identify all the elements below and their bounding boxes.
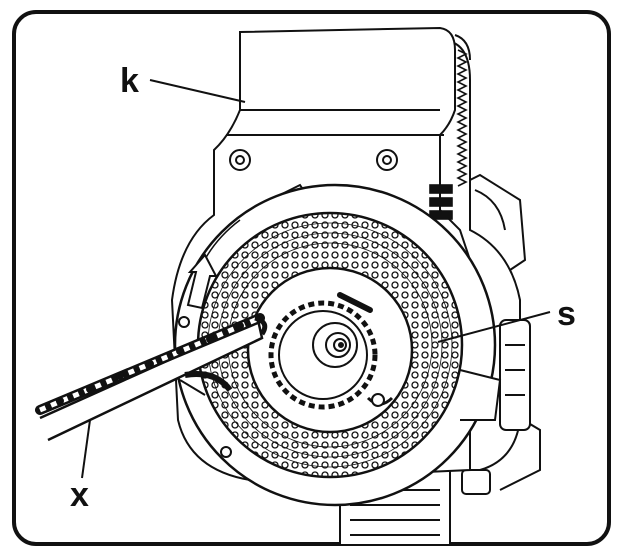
governor-spring-icon bbox=[429, 49, 468, 220]
label-k: k bbox=[120, 62, 139, 100]
roller-chain-icon bbox=[35, 313, 268, 415]
rotation-arrow-icon bbox=[186, 253, 218, 310]
leader-s bbox=[437, 311, 551, 343]
label-x: x bbox=[70, 476, 89, 514]
label-s: s bbox=[557, 295, 576, 333]
leader-x bbox=[81, 419, 91, 479]
leader-k bbox=[149, 79, 246, 103]
toothed-hub-icon bbox=[268, 300, 378, 410]
